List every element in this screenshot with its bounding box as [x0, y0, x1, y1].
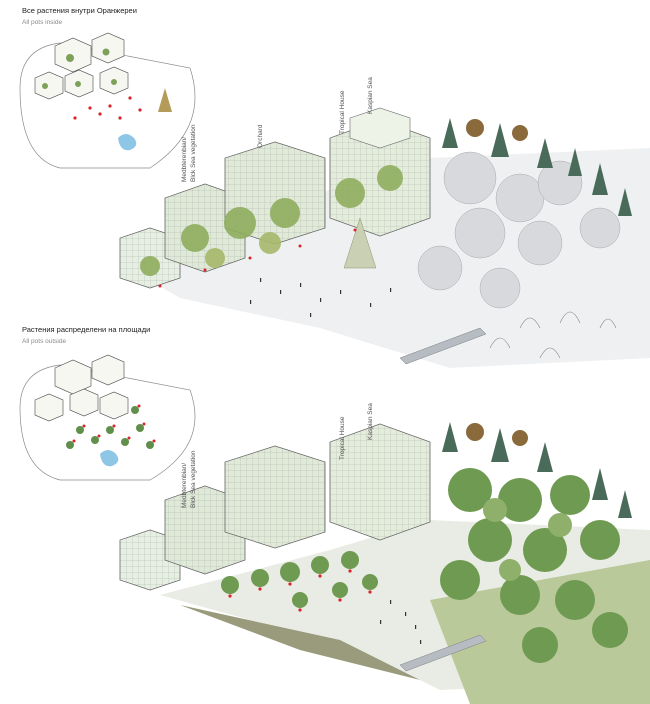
- bottom-label-med-line2: Blck Sea vegetation: [190, 450, 197, 508]
- pot-marker-icon: [158, 228, 357, 288]
- embankment: [180, 605, 420, 680]
- top-aerial-diagram: [19, 32, 650, 368]
- tree-icon: [221, 551, 378, 608]
- top-subheading: All pots inside: [22, 19, 63, 26]
- summer-forest: [440, 422, 632, 663]
- greenhouse-cube-icon: [34, 354, 129, 422]
- pot-marker-icon: [73, 96, 142, 120]
- bridge: [399, 634, 487, 672]
- top-label-kaspian: Kaspian Sea: [367, 77, 374, 114]
- tree-icon: [66, 406, 154, 449]
- top-label-med-line1: Medbterenbian/: [181, 136, 188, 182]
- bridge: [399, 327, 487, 365]
- bottom-heading: Растения распределени на площади: [22, 325, 151, 334]
- bottom-subheading: All pots outside: [22, 338, 67, 345]
- tree-icon: [42, 48, 117, 89]
- greenhouse-complex: [119, 423, 431, 591]
- bottom-aerial-diagram: [19, 354, 650, 704]
- bottom-label-kaspian: Kaspian Sea: [367, 403, 374, 440]
- spruce-icon: [158, 88, 172, 112]
- top-inset-plan: [19, 32, 196, 169]
- pot-marker-icon: [228, 569, 372, 612]
- spruce-icon: [343, 217, 377, 269]
- bottom-label-tropical: Tropical House: [339, 416, 346, 460]
- tree-icon: [140, 165, 403, 276]
- spruce-icon: [442, 118, 632, 216]
- top-label-tropical: Tropical House: [339, 90, 346, 134]
- pond-icon: [118, 134, 137, 151]
- people-crowd: [380, 600, 422, 644]
- top-heading: Все растения внутри Оранжереи: [22, 6, 137, 15]
- bottom-label-med-line1: Medbterenbian/: [181, 462, 188, 508]
- greenhouse-cube-icon: [34, 32, 129, 100]
- people-crowd: [250, 278, 392, 317]
- pot-marker-icon: [72, 404, 156, 443]
- bottom-inset-plan: [19, 354, 196, 481]
- top-label-orchard: Orchard: [257, 124, 264, 148]
- spruce-icon: [442, 422, 632, 518]
- top-label-med-line2: Blck Sea vegetation: [190, 124, 197, 182]
- winter-forest: [417, 118, 632, 359]
- pond-icon: [100, 450, 119, 467]
